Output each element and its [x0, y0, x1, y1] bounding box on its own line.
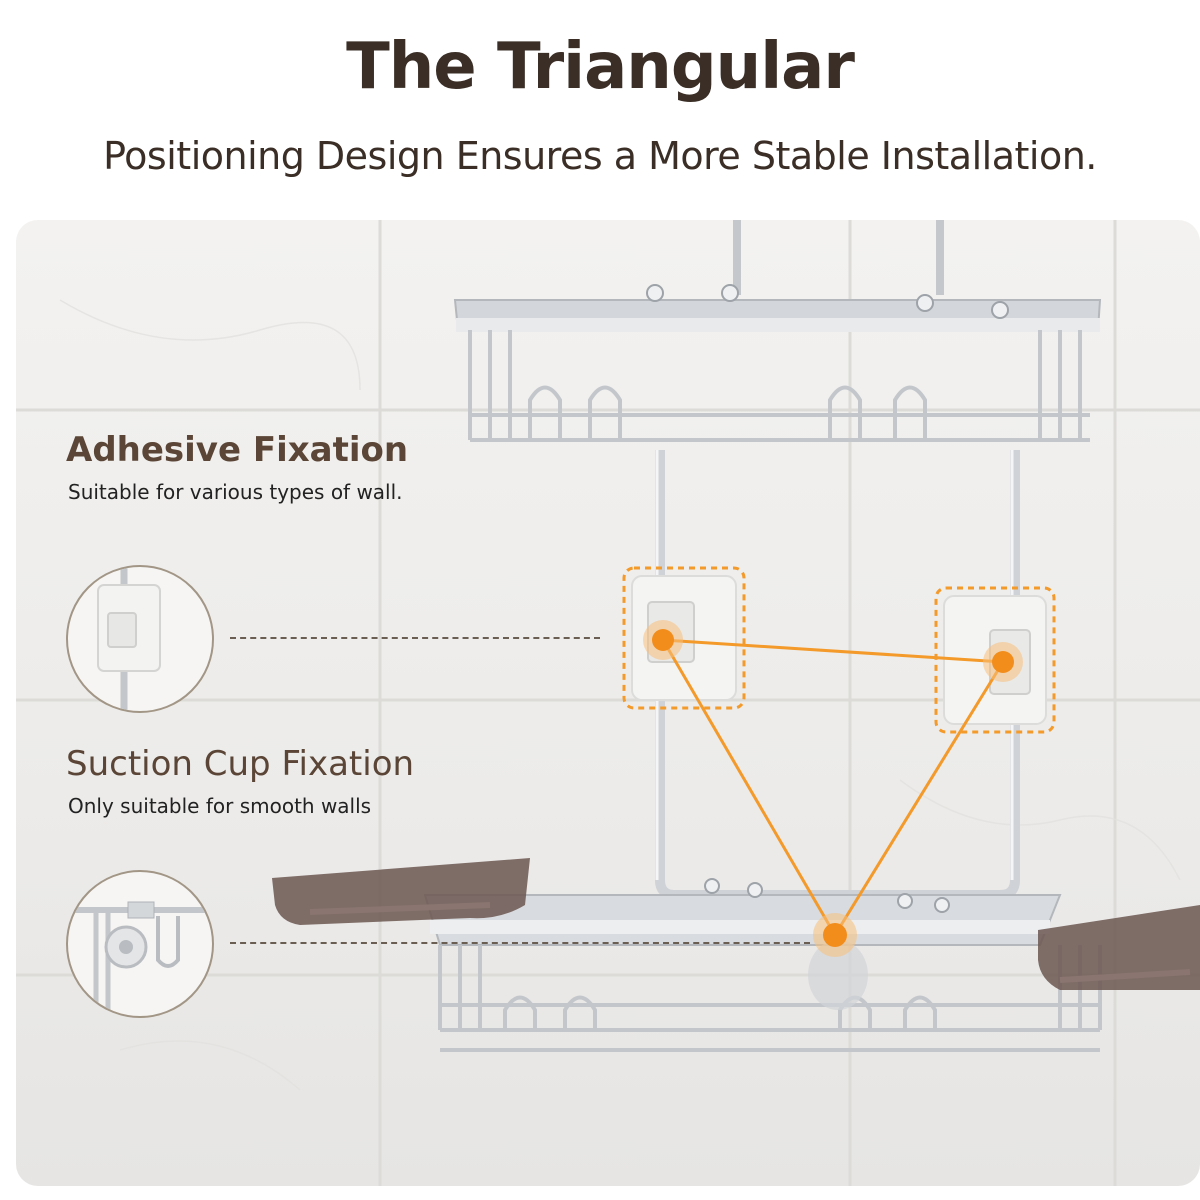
adhesive-detail-inset [66, 565, 214, 713]
page-subtitle: Positioning Design Ensures a More Stable… [103, 134, 1097, 178]
page-title: The Triangular [346, 30, 855, 104]
adhesive-fixation-description: Suitable for various types of wall. [68, 480, 403, 504]
adhesive-hook-icon [97, 567, 161, 711]
upper-basket [453, 284, 1102, 442]
wall-tiles [16, 220, 1200, 1186]
suction-cup-fixation-title: Suction Cup Fixation [66, 744, 415, 784]
adhesive-leader-line [230, 637, 600, 639]
suction-cup-icon [68, 901, 212, 1016]
soap-tray-left [272, 858, 530, 925]
suction-detail-inset [66, 870, 214, 1018]
suction-cup-fixation-description: Only suitable for smooth walls [68, 794, 372, 818]
soap-tray-right [1038, 905, 1200, 990]
suction-cup-icon [808, 940, 868, 1010]
adhesive-hook-left [622, 566, 746, 710]
lower-basket [423, 878, 1102, 1052]
shower-caddy-illustration [16, 220, 1200, 1186]
triangle-connector-icon [643, 620, 1023, 957]
suction-leader-line [230, 942, 810, 944]
product-photo [16, 220, 1200, 1186]
adhesive-fixation-title: Adhesive Fixation [66, 430, 409, 470]
